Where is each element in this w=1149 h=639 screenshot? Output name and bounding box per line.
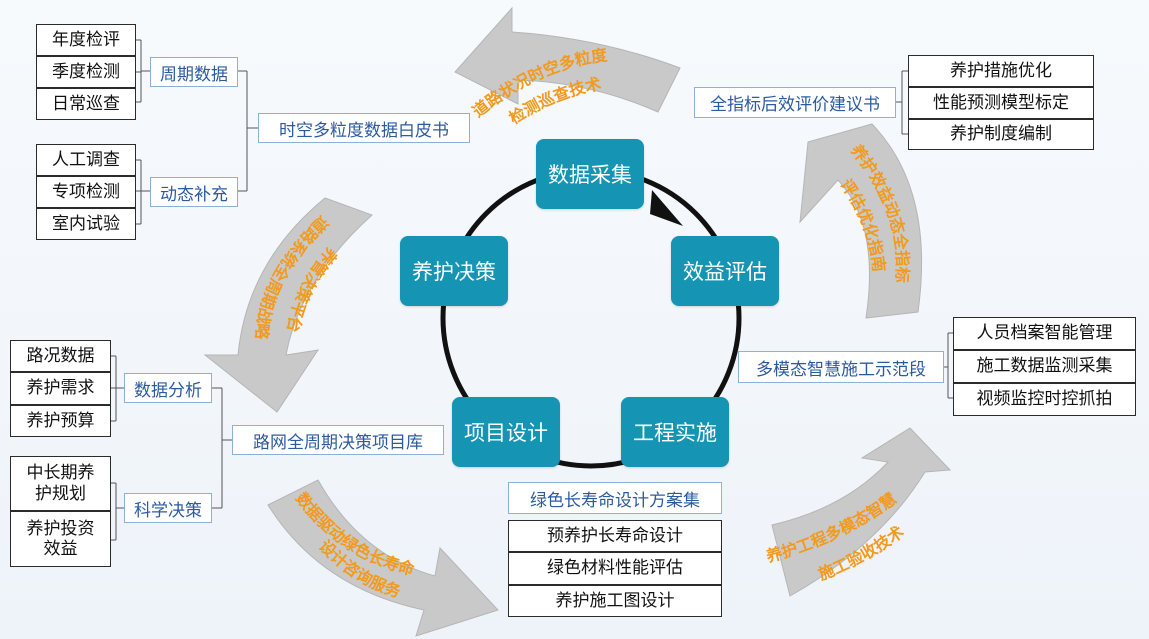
cycle-node-data-collection: 数据采集: [536, 139, 644, 209]
cycle-node-project-design: 项目设计: [452, 397, 560, 467]
project-library-output-label: 路网全周期决策项目库: [232, 425, 444, 455]
left-curved-arrow: [203, 197, 373, 413]
bottom-right-curved-arrow: [771, 427, 952, 597]
construction-item: 视频监控时控抓拍: [953, 383, 1136, 416]
whitepaper-output-label: 时空多粒度数据白皮书: [258, 113, 470, 143]
top-curved-arrow: [454, 6, 681, 113]
evaluation-item: 养护制度编制: [908, 119, 1094, 150]
construction-item: 施工数据监测采集: [953, 350, 1136, 383]
design-item: 绿色材料性能评估: [508, 552, 722, 585]
design-item: 预养护长寿命设计: [508, 520, 722, 552]
periodic-item: 季度检测: [36, 56, 136, 88]
top-right-connectors: [896, 70, 908, 135]
cycle-arrowhead: [650, 190, 683, 226]
dynamic-supplement-label: 动态补充: [150, 177, 238, 207]
data-analysis-label: 数据分析: [124, 373, 212, 403]
science-item: 中长期养护规划: [10, 456, 111, 511]
cycle-node-benefit-evaluation: 效益评估: [671, 236, 779, 306]
periodic-data-label: 周期数据: [150, 57, 238, 87]
top-left-connectors: [136, 39, 258, 225]
cycle-node-construction: 工程实施: [621, 397, 729, 467]
curved-arrows: [203, 6, 952, 637]
design-item: 养护施工图设计: [508, 585, 722, 617]
analysis-item: 养护需求: [10, 372, 111, 405]
mid-right-connectors: [944, 332, 953, 399]
analysis-item: 养护预算: [10, 405, 111, 437]
periodic-item: 年度检评: [36, 24, 136, 56]
smart-construction-label: 多模态智慧施工示范段: [738, 351, 944, 383]
bottom-left-curved-arrow: [267, 479, 499, 637]
mid-left-connectors: [111, 355, 232, 541]
science-item: 养护投资效益: [10, 511, 111, 567]
evaluation-report-label: 全指标后效评价建议书: [694, 87, 896, 118]
right-curved-arrow: [799, 123, 923, 319]
green-design-header: 绿色长寿命设计方案集: [508, 482, 722, 514]
cycle-node-maintenance-decision: 养护决策: [400, 236, 508, 306]
construction-item: 人员档案智能管理: [953, 317, 1136, 350]
science-decision-label: 科学决策: [124, 493, 212, 523]
analysis-item: 路况数据: [10, 340, 111, 372]
dynamic-item: 室内试验: [36, 208, 136, 240]
periodic-item: 日常巡查: [36, 88, 136, 120]
evaluation-item: 养护措施优化: [908, 55, 1094, 87]
dynamic-item: 专项检测: [36, 176, 136, 208]
evaluation-item: 性能预测模型标定: [908, 87, 1094, 119]
dynamic-item: 人工调查: [36, 144, 136, 176]
